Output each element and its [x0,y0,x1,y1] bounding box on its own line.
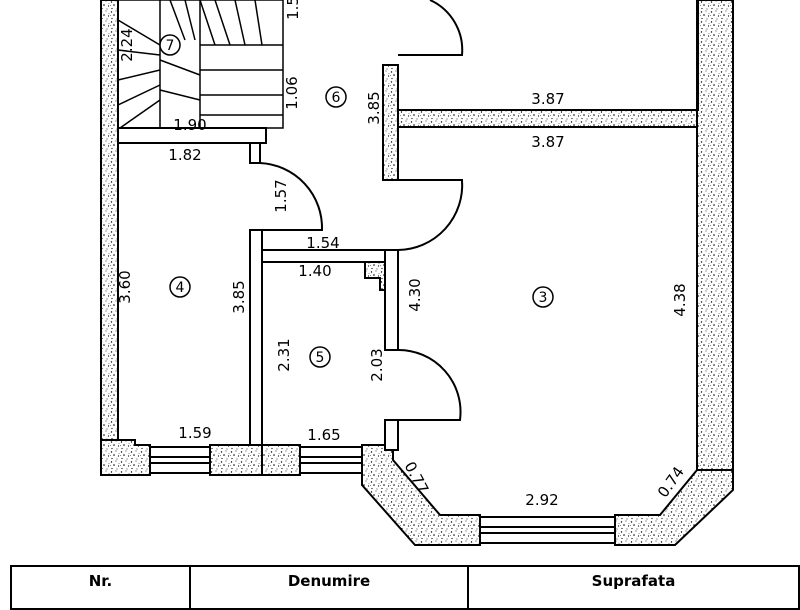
room-marker-7: 7 [159,34,181,56]
room-marker-4: 4 [169,276,191,298]
windows [149,446,616,544]
room-marker-3: 3 [532,286,554,308]
door-arc-room3 [397,179,464,251]
dim-room3-right: 4.38 [671,283,689,316]
door-arc-room5 [397,348,462,421]
room-marker-6: 6 [325,86,347,108]
room-number-6: 6 [332,90,341,106]
dim-top-partial: 1.5 [284,0,302,20]
dim-corridor-height: 3.85 [365,91,383,124]
dim-bay-bottom: 2.92 [525,491,558,509]
room-number-7: 7 [166,38,175,54]
dim-room5-right: 2.03 [368,348,386,381]
dim-room4-height: 3.60 [116,270,134,303]
table-header-suprafata: Suprafata [591,571,676,590]
table-header-nr: Nr. [12,567,191,608]
bottom-left-exterior-wall [100,439,151,476]
bay-right-wall [614,469,734,546]
corridor-wall-upper [382,64,399,181]
wall-room4-room5 [249,229,263,446]
door-arc-room4 [259,162,324,231]
dim-corridor-width: 1.54 [306,234,339,252]
room-number-4: 4 [176,280,185,296]
wall-room2-room3 [397,109,698,128]
dim-stair-side: 2.24 [118,28,136,61]
room-number-5: 5 [316,350,325,366]
table-header-denumire: Denumire [191,567,469,608]
window-room5 [299,446,363,474]
wall-room2-right [696,0,699,111]
bay-left-wall [361,444,481,546]
dim-room4-right: 3.85 [230,280,248,313]
dim-room3-top: 3.87 [531,133,564,151]
interior-walls [117,0,699,451]
left-exterior-wall [100,0,119,476]
area-table-header: Nr. Denumire Suprafata [10,565,800,610]
room-marker-5: 5 [309,346,331,368]
wall-room5-room3 [384,249,399,351]
dimension-labels: 2.24 1.5 1.06 1.90 3.85 3.87 3.87 1.82 1… [116,0,689,509]
door-swings [259,0,464,421]
dim-room2-bottom: 3.87 [531,90,564,108]
dim-room5-left: 2.31 [275,338,293,371]
right-exterior-wall [696,0,734,471]
room-markers: 7 6 4 5 3 [159,34,554,368]
dim-stair-width: 1.90 [173,116,206,134]
room-number-3: 3 [539,290,548,306]
door-arc-top [398,0,464,56]
window-room4 [149,446,211,474]
window-room3 [479,516,616,544]
staircase [117,0,284,129]
dim-room4-top: 1.82 [168,146,201,164]
wall-room4-top [249,142,261,164]
dim-door-height: 1.57 [272,179,290,212]
dim-room3-left: 4.30 [406,278,424,311]
bottom-small-wall [261,444,301,476]
dim-room5-top: 1.40 [298,262,331,280]
dim-stair-height: 1.06 [283,76,301,109]
dim-room4-bottom: 1.59 [178,424,211,442]
wall-room5-room3-lower [384,419,399,451]
dim-room5-bottom: 1.65 [307,426,340,444]
